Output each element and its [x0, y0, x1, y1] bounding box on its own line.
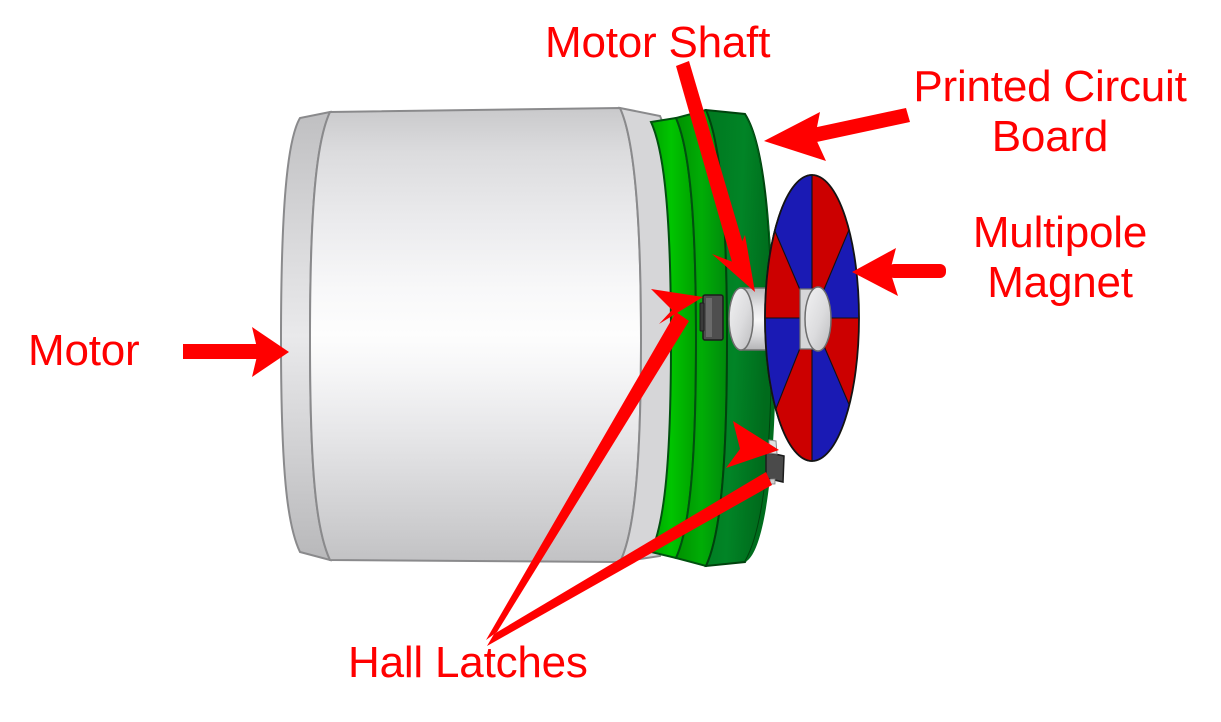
label-pcb-line-2: Board — [991, 112, 1109, 161]
motor-shaft-arrow-head — [712, 235, 755, 292]
motor-shaft-rear — [728, 287, 771, 351]
hall-latch-upper-highlight — [706, 298, 712, 337]
motor-shaft-rear-face — [728, 287, 754, 351]
motor-arrow — [183, 327, 289, 377]
hall-latch-lower-body — [765, 451, 785, 483]
motor-shaft-arrow-shaft — [676, 61, 749, 269]
label-pcb-line-1: Printed Circuit — [913, 62, 1187, 111]
motor-arrow-head — [252, 327, 289, 377]
motor-arrow-shaft — [183, 344, 261, 359]
label-multipole-magnet: Multipole Magnet — [920, 208, 1200, 308]
motor-body — [279, 106, 681, 564]
label-magnet-line-2: Magnet — [987, 258, 1133, 307]
pcb-arrow-head — [764, 112, 826, 161]
label-motor-shaft: Motor Shaft — [545, 18, 771, 67]
hall-latch-lower-arrow-shaft — [487, 472, 772, 646]
magnet-arrow — [852, 248, 946, 296]
pcb-arrow — [764, 108, 910, 161]
hall-latch-upper-leads — [699, 302, 705, 332]
pcb-arrow-shaft — [808, 108, 910, 143]
hall-latch-upper — [699, 294, 724, 341]
motor-shaft-hub-face — [804, 286, 832, 352]
motor-shaft-arrow — [676, 61, 755, 292]
hall-latch-upper-arrow-head — [651, 289, 703, 324]
label-motor: Motor — [28, 326, 140, 375]
label-hall-latches: Hall Latches — [348, 638, 588, 687]
motor-barrel — [308, 106, 643, 564]
hall-latch-lower-arrow-head — [726, 421, 779, 468]
hall-latch-upper-arrow-shaft — [486, 312, 689, 640]
label-printed-circuit-board: Printed Circuit Board — [900, 62, 1200, 162]
hall-latch-arrow-lower — [487, 421, 779, 646]
motor-shaft-front — [799, 286, 832, 352]
magnet-arrow-head — [852, 248, 898, 296]
annotation-arrows — [183, 61, 946, 646]
magnet-arrow-shaft — [888, 264, 946, 278]
label-magnet-line-1: Multipole — [972, 208, 1148, 257]
magnet-face-outline — [764, 174, 860, 462]
hall-latch-arrow-upper — [486, 289, 703, 640]
